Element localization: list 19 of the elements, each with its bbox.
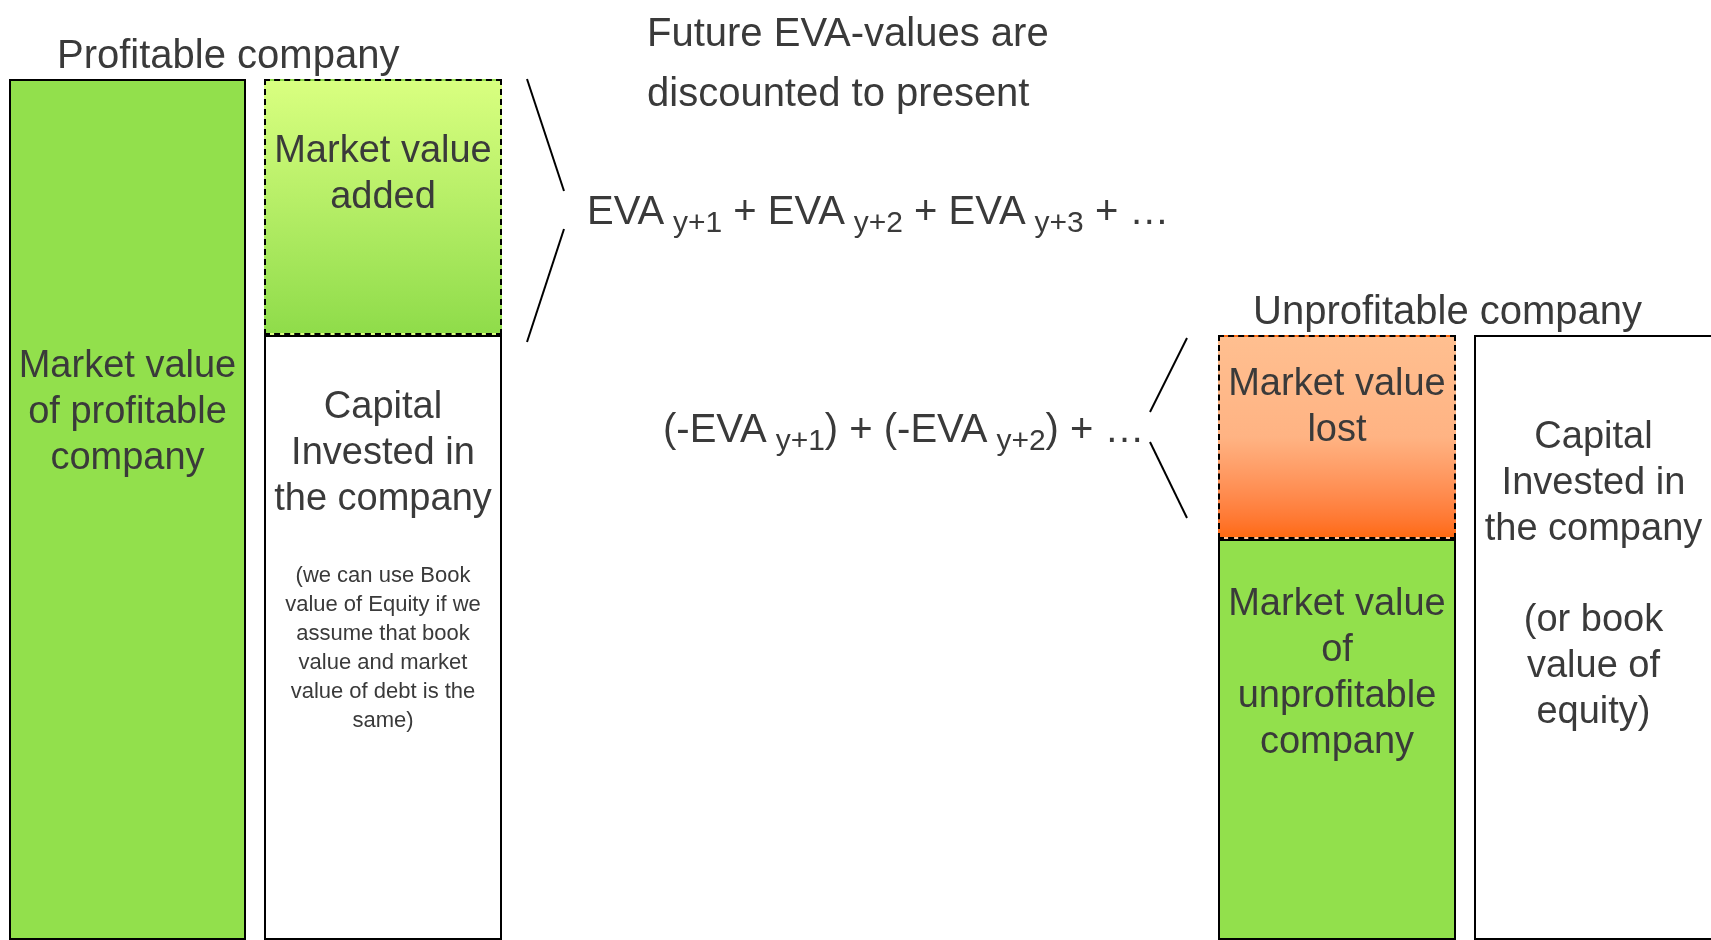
bar-note: (we can use Book value of Equity if we assume that book value and market value of debt is the same)	[284, 561, 482, 734]
group-title: Profitable company	[57, 31, 400, 78]
value-bar	[9, 79, 246, 940]
bar-label: Capital Invested in the company	[273, 383, 493, 520]
formula: (-EVA $_{y+1}$) + (-EVA $_{y+2}$) + …	[663, 405, 1145, 458]
bar-note: (or book value of equity)	[1522, 596, 1665, 733]
value-bar	[264, 335, 502, 940]
group-title: Unprofitable company	[1253, 287, 1643, 334]
bar-label: Capital Invested in the company	[1483, 413, 1704, 550]
formula: EVA $_{y+1}$ + EVA $_{y+2}$ + EVA $_{y+3}$ + …	[587, 187, 1170, 240]
value-bar	[1218, 335, 1456, 539]
bar-label: Market value added	[273, 127, 493, 218]
value-bar	[264, 79, 502, 335]
value-bar	[1218, 539, 1456, 940]
value-bar	[1474, 335, 1711, 940]
bar-label: Market value lost	[1227, 360, 1447, 451]
bar-label: Market value of unprofitable company	[1227, 580, 1447, 763]
note: Future EVA-values are discounted to present	[647, 9, 1050, 116]
bar-label: Market value of profitable company	[17, 342, 238, 479]
